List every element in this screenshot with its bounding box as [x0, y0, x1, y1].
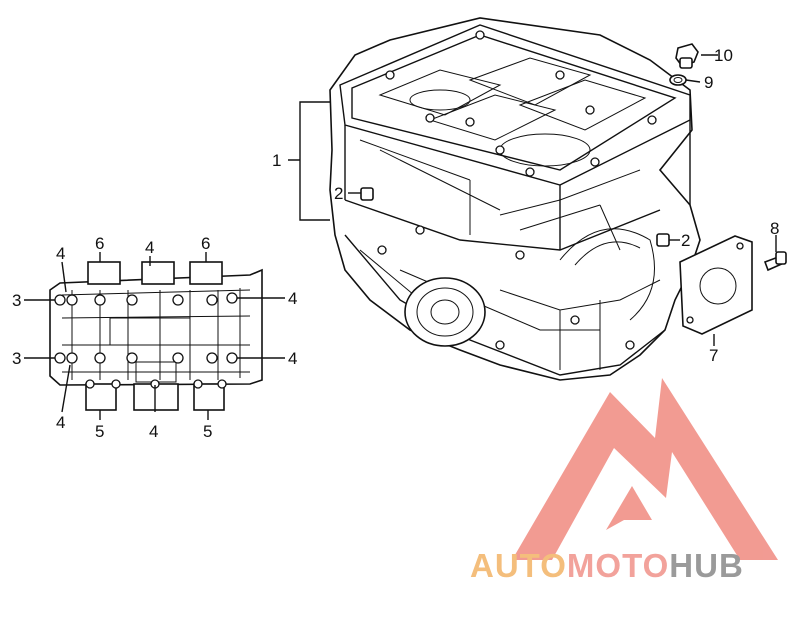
- callout-8: 8: [770, 219, 779, 238]
- callout-10: 10: [714, 46, 733, 65]
- callout-6-left: 6: [95, 234, 104, 253]
- gasket-part-7: [679, 235, 753, 335]
- callout-9: 9: [704, 73, 713, 92]
- callout-7: 7: [709, 346, 718, 365]
- callout-2-lower: 2: [681, 231, 690, 250]
- crankcase-assembly: [329, 17, 701, 381]
- callout-4-top-left: 4: [56, 244, 65, 263]
- callout-5-left: 5: [95, 422, 104, 441]
- dowel-pin-lower: [656, 233, 670, 247]
- leader-lines: [24, 54, 777, 420]
- callout-4-right-upper: 4: [288, 289, 297, 308]
- callout-3-upper: 3: [12, 291, 21, 310]
- washer-part-9: [669, 74, 687, 86]
- callout-4-top-center: 4: [145, 238, 154, 257]
- callout-1: 1: [272, 151, 281, 170]
- bolt-part-8: [763, 251, 787, 272]
- watermark-logo-text: AUTOMOTOHUB: [470, 547, 800, 587]
- callout-4-bottom-left: 4: [56, 413, 65, 432]
- dowel-pin-upper: [360, 187, 374, 201]
- plug-bolt-part-10: [675, 43, 699, 69]
- watermark-logo-mark: [512, 378, 778, 560]
- callout-3-lower: 3: [12, 349, 21, 368]
- callout-2-upper: 2: [334, 184, 343, 203]
- logo-text-hub: HUB: [669, 547, 744, 584]
- callout-5-right: 5: [203, 422, 212, 441]
- crankcase-bottom-view: [49, 261, 263, 411]
- logo-text-moto: MOTO: [566, 547, 670, 584]
- callout-4-right-lower: 4: [288, 349, 297, 368]
- callout-6-right: 6: [201, 234, 210, 253]
- logo-text-auto: AUTO: [470, 547, 567, 584]
- callout-4-bottom-center: 4: [149, 422, 158, 441]
